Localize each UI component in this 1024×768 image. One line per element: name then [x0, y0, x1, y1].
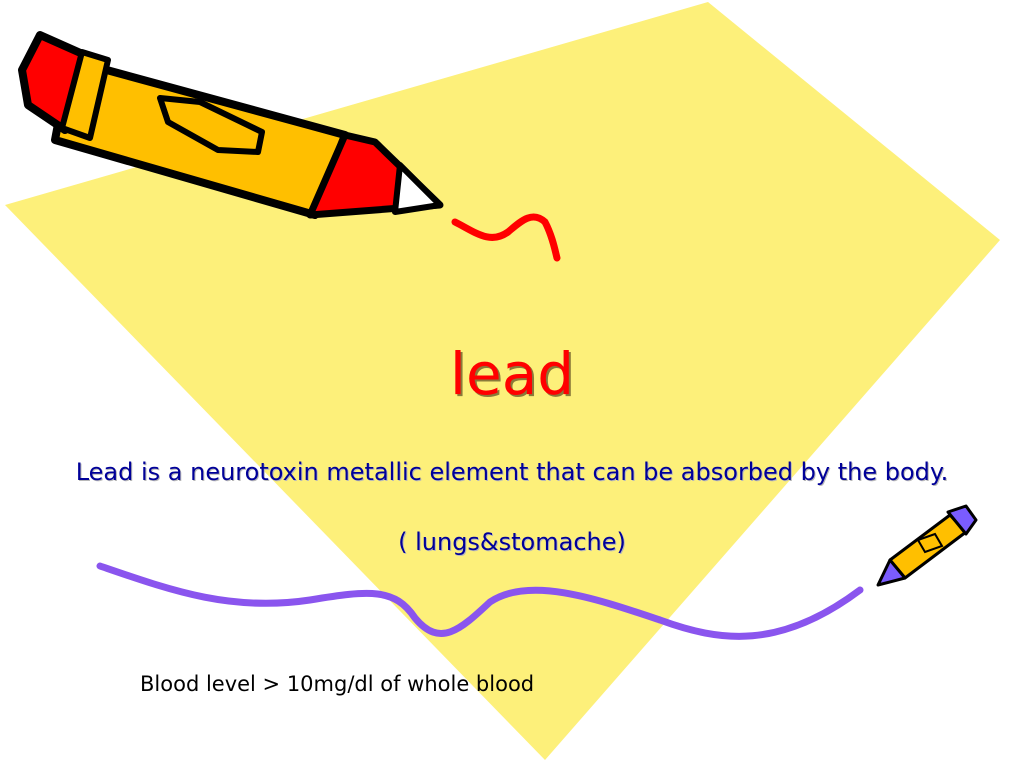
blood-level-note: Blood level > 10mg/dl of whole blood [140, 672, 535, 696]
slide-title: lead [449, 340, 575, 408]
squiggle-line [96, 562, 864, 640]
body-sub-text: ( lungs&stomache) [398, 528, 626, 556]
pencil-icon [18, 31, 561, 262]
body-main-text: Lead is a neurotoxin metallic element th… [75, 458, 949, 486]
small-pencil-icon [876, 504, 978, 587]
